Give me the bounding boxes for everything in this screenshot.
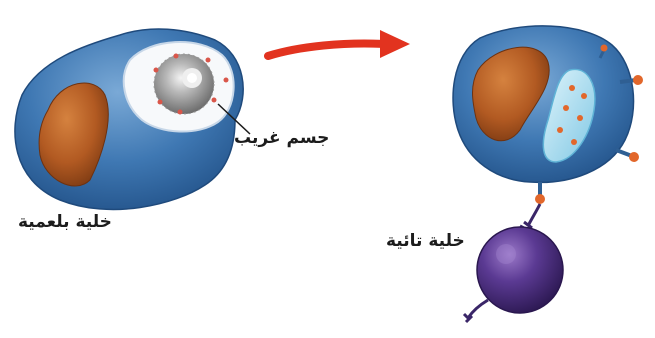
phagocyte-cell bbox=[15, 29, 243, 209]
t-cell bbox=[464, 204, 563, 322]
process-arrow bbox=[268, 30, 410, 58]
t-cell-label: خلية تائية bbox=[386, 231, 465, 251]
presenting-cell bbox=[453, 26, 643, 204]
foreign-body-label: جسم غريب bbox=[234, 128, 329, 148]
phagocyte-label: خلية بلعمية bbox=[18, 212, 112, 232]
